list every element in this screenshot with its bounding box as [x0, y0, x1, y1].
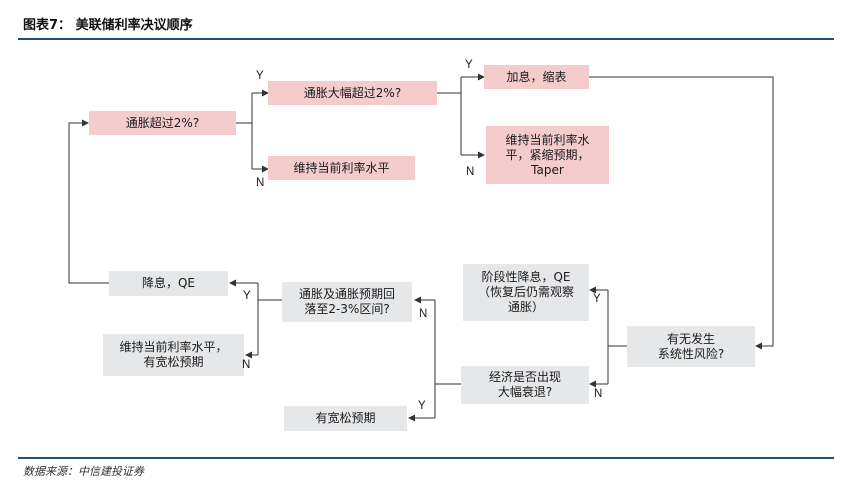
yes-label: Y — [243, 290, 251, 302]
yes-label: Y — [593, 293, 601, 305]
node-cut-qe: 降息，QE — [109, 271, 228, 296]
node-inflation-over-2: 通胀超过2%? — [89, 111, 236, 135]
node-easing-expect: 有宽松预期 — [284, 406, 407, 431]
node-hike-qt: 加息，缩表 — [484, 65, 589, 89]
node-hold-tighten-taper: 维持当前利率水 平，紧缩预期， Taper — [486, 126, 609, 184]
no-label: N — [419, 308, 428, 320]
node-systemic-risk: 有无发生 系统性风险? — [627, 326, 755, 367]
connector — [589, 76, 774, 350]
source-note: 数据来源：中信建投证券 — [23, 465, 144, 478]
yes-label: Y — [418, 400, 426, 412]
no-label: N — [256, 177, 265, 189]
yes-label: Y — [465, 59, 473, 71]
yes-label: Y — [256, 70, 264, 82]
node-phased-cut-qe: 阶段性降息，QE （恢复后仍需观察 通胀） — [463, 264, 589, 321]
no-label: N — [466, 166, 475, 178]
node-recession: 经济是否出现 大幅衰退? — [461, 366, 589, 404]
no-label: N — [242, 359, 251, 371]
top-divider — [18, 38, 834, 40]
node-inflation-back: 通胀及通胀预期回 落至2-3%区间? — [282, 282, 412, 322]
no-label: N — [594, 388, 603, 400]
figure-title: 图表7： 美联储利率决议顺序 — [23, 18, 193, 33]
node-hold-rate-easing: 维持当前利率水平， 有宽松预期 — [103, 334, 244, 376]
node-hold-rate: 维持当前利率水平 — [268, 156, 415, 180]
connector — [68, 119, 109, 284]
bottom-divider — [18, 457, 834, 459]
node-inflation-far-over-2: 通胀大幅超过2%? — [268, 81, 437, 105]
